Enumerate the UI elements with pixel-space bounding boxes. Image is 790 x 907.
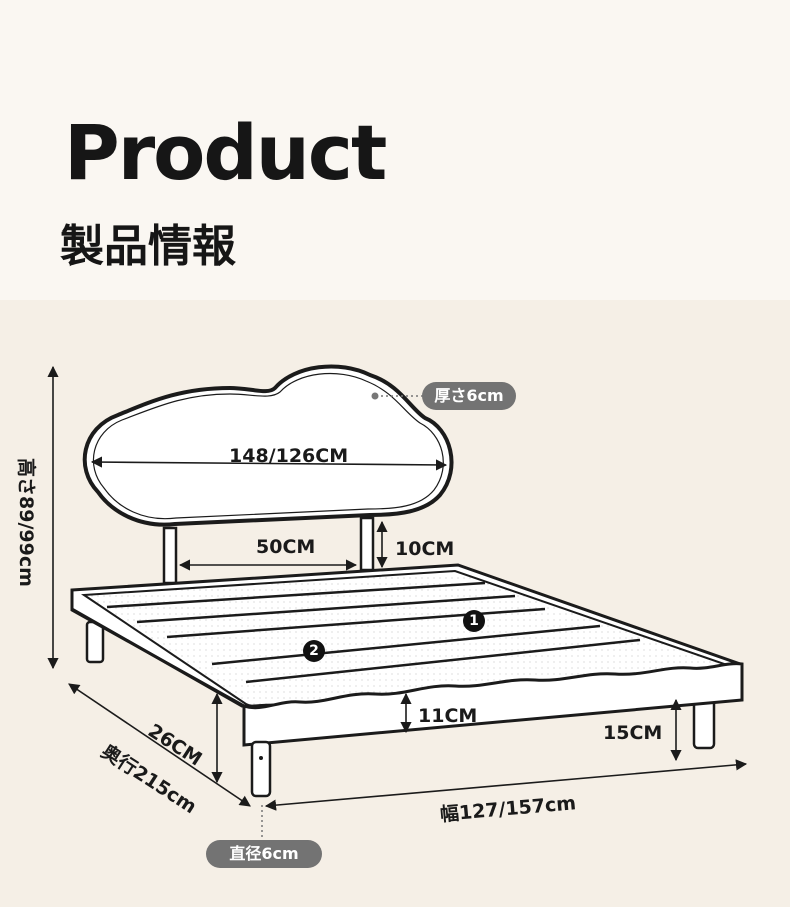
leg-gap-label: 50CM [256, 536, 316, 558]
thickness-pill: 厚さ6cm [422, 382, 516, 410]
callout-leaders [261, 395, 426, 840]
leg-marker [259, 756, 263, 760]
marker-2: 2 [303, 640, 325, 662]
marker-1: 1 [463, 610, 485, 632]
page-title: Product [64, 108, 387, 197]
headboard-width-label: 148/126CM [229, 445, 349, 467]
dimension-lines [47, 365, 748, 811]
header-band [0, 0, 790, 300]
front-leg [250, 740, 272, 798]
frame-height-label: 11CM [418, 705, 478, 727]
leg-height-label: 15CM [603, 722, 663, 744]
page-subtitle: 製品情報 [60, 221, 236, 272]
height-label: 高さ89/99cm [14, 458, 37, 587]
leg-clearance-label: 10CM [395, 538, 455, 560]
leg-diameter-pill: 直径6cm [206, 840, 322, 868]
headboard-posts [162, 516, 375, 585]
thickness-callout-dot [371, 392, 379, 400]
front-rail [242, 662, 744, 747]
cloud-headboard [82, 364, 454, 527]
cloud-headboard-inner [92, 372, 444, 520]
